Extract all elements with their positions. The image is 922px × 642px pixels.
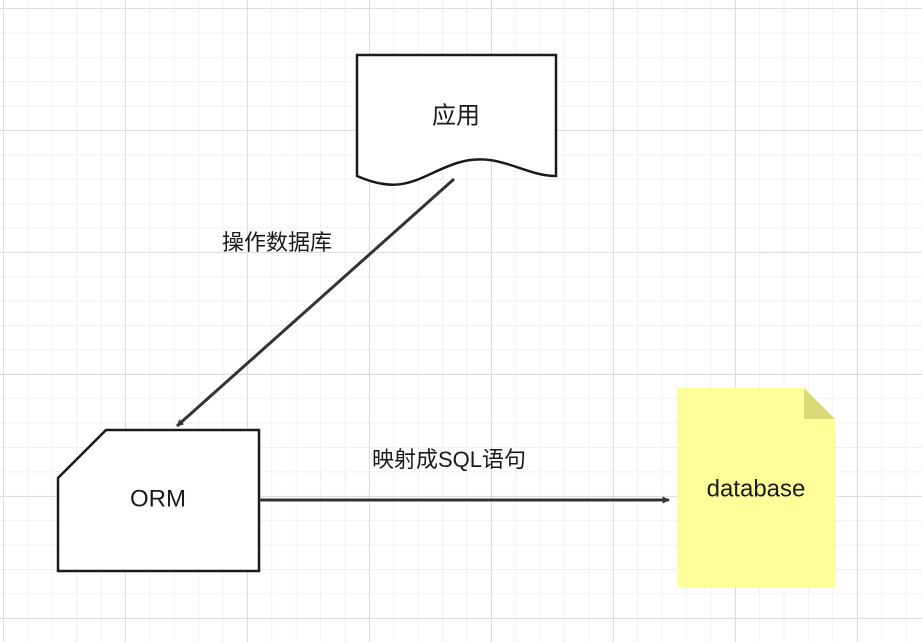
database-node[interactable]: database	[677, 388, 835, 587]
card-shape	[56, 428, 261, 573]
database-label: database	[707, 475, 806, 502]
folded-corner	[804, 388, 835, 419]
edge-label-operate-db: 操作数据库	[222, 230, 332, 255]
orm-label: ORM	[130, 485, 186, 512]
note-shape	[677, 388, 835, 587]
document-shape	[355, 53, 558, 186]
edge-label-map-sql: 映射成SQL语句	[372, 447, 526, 472]
application-label: 应用	[432, 102, 480, 129]
application-node[interactable]: 应用	[355, 53, 558, 186]
edge-app-to-orm[interactable]: 操作数据库	[176, 177, 455, 428]
orm-node[interactable]: ORM	[56, 428, 261, 573]
edge-line	[176, 177, 455, 428]
edge-orm-to-db[interactable]: 映射成SQL语句	[259, 447, 670, 504]
